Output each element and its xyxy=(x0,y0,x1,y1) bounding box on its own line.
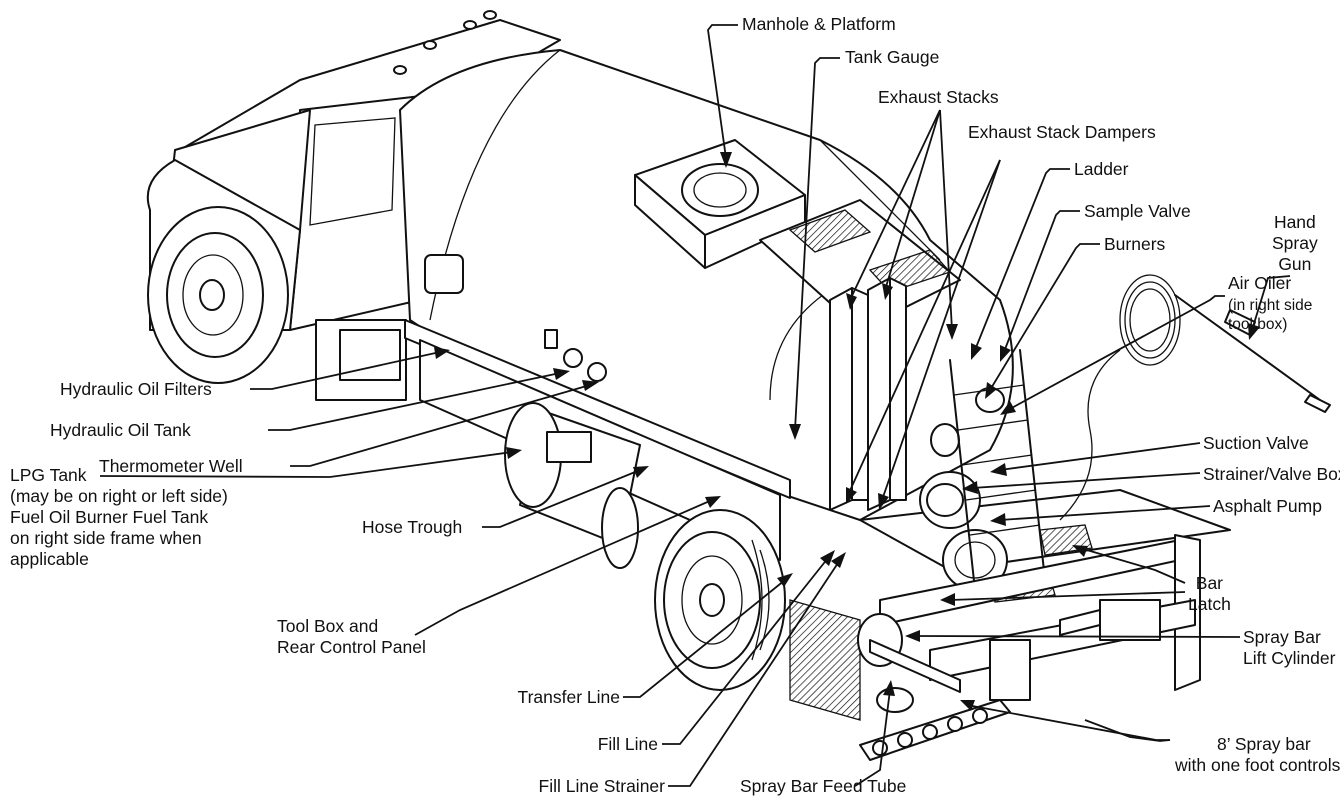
front-wheel xyxy=(147,206,289,384)
label-hydraulic-oil-filters: Hydraulic Oil Filters xyxy=(60,379,212,399)
label-exhaust-stacks: Exhaust Stacks xyxy=(878,87,999,107)
label-fill-line: Fill Line xyxy=(597,734,658,754)
label-air-oiler: Air Oiler xyxy=(1228,273,1292,293)
label-thermometer-well: Thermometer Well xyxy=(99,456,243,476)
label-bar-latch: Bar Latch xyxy=(1188,573,1231,614)
label-suction-valve: Suction Valve xyxy=(1203,433,1309,453)
label-hose-trough: Hose Trough xyxy=(362,517,463,537)
exhaust-stacks xyxy=(829,277,907,511)
label-fill-line-strainer: Fill Line Strainer xyxy=(538,776,665,796)
label-lpg-tank: LPG Tank (may be on right or left side) … xyxy=(10,465,228,569)
lpg-tank xyxy=(504,402,641,569)
label-strainer-valve-box: Strainer/Valve Box xyxy=(1203,464,1340,484)
label-tool-box-rear-control: Tool Box and Rear Control Panel xyxy=(277,616,426,657)
rear-wheel xyxy=(654,509,786,691)
label-spray-bar-lift-cylinder: Spray Bar Lift Cylinder xyxy=(1243,627,1336,668)
label-spray-bar-feed-tube: Spray Bar Feed Tube xyxy=(740,776,907,796)
label-manhole-platform: Manhole & Platform xyxy=(742,14,896,34)
label-burners: Burners xyxy=(1104,234,1166,254)
label-8ft-spray-bar: 8’ Spray bar with one foot controls xyxy=(1175,734,1340,775)
label-exhaust-stack-dampers: Exhaust Stack Dampers xyxy=(968,122,1156,142)
label-transfer-line: Transfer Line xyxy=(517,687,620,707)
label-hand-spray-gun: Hand Spray Gun xyxy=(1272,212,1318,274)
leader-lines xyxy=(99,24,1291,787)
label-ladder: Ladder xyxy=(1074,159,1129,179)
label-sample-valve: Sample Valve xyxy=(1084,201,1191,221)
label-asphalt-pump: Asphalt Pump xyxy=(1213,496,1322,516)
label-hydraulic-oil-tank: Hydraulic Oil Tank xyxy=(50,420,191,440)
label-tank-gauge: Tank Gauge xyxy=(845,47,940,67)
label-air-oiler-note: (in right side tool box) xyxy=(1228,297,1313,333)
